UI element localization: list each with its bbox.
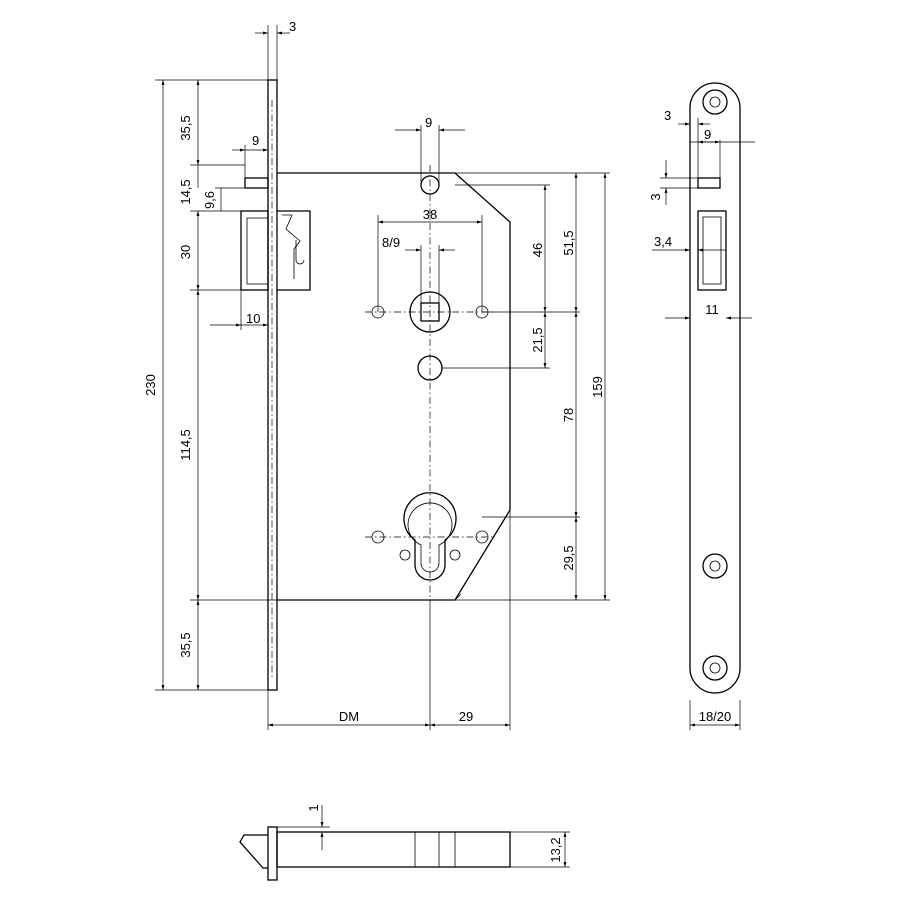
dim-bolt-depth: 10 [246,311,260,326]
bottom-latch [239,834,268,869]
faceplate [267,79,278,691]
dead-bolt-tip [244,177,269,189]
dim-side-latch-depth: 9 [704,127,711,142]
latch-slot [697,210,727,291]
dim-hole-top-width: 9 [425,115,432,130]
dim-to-follower-from-top: 51,5 [561,230,576,255]
deadbolt-slot [697,177,721,189]
latch-bolt [240,210,311,291]
case-notch [454,172,462,601]
dimension-lines [161,31,607,727]
screw-hole-bottom-inner [709,662,721,674]
dim-total-height: 230 [143,374,158,396]
dim-bottom-offset: 35,5 [178,632,193,657]
dim-follower-to-hole: 21,5 [530,327,545,352]
dim-top-offset: 35,5 [178,115,193,140]
extension-lines [155,25,610,730]
bottom-faceplate [267,826,278,881]
dim-lower-section: 114,5 [178,429,193,461]
bottom-cylinder-slot [414,831,440,868]
screw-hole-mid-inner [709,560,721,572]
dim-to-follower: 46 [530,243,545,257]
dim-latch-gap: 14,5 [178,179,193,204]
dim-side-latch-offset: 3 [664,108,671,123]
dim-case-tail: 29 [459,709,473,724]
dim-side-latch-gap: 3 [648,193,663,200]
dim-bottom-thickness: 13,2 [548,837,563,862]
bottom-view: 1 13,2 [239,804,570,881]
bottom-case [276,831,511,868]
dim-latch-depth: 9 [252,133,259,148]
side-dimension-lines [652,122,755,727]
dim-backset: DM [339,709,359,724]
side-extension-lines [660,118,741,730]
cylinder-inner [407,502,453,573]
dim-latch-offset: 9,6 [202,191,217,209]
dim-side-width: 11 [705,302,719,317]
dim-case-height: 159 [590,376,605,398]
dim-cylinder-lower: 29,5 [561,545,576,570]
faceplate-side [689,82,741,694]
screw-hole-bottom [702,655,728,681]
side-view: 3 9 3 3,4 11 18/20 [648,82,755,730]
dim-follower: 8/9 [382,235,400,250]
cyl-hole-lowright [449,549,461,561]
screw-hole-mid [702,553,728,579]
lock-case [277,172,511,601]
front-view: 3 35,5 9 14,5 9,6 30 10 114,5 35,5 230 9… [143,19,610,730]
dim-follower-to-cylinder: 78 [561,408,576,422]
cylinder-cutout [403,492,457,581]
screw-hole-top [702,89,728,115]
dim-faceplate-thickness: 3 [289,19,296,34]
dim-fixing-spacing: 38 [423,207,437,222]
dim-latch-height: 30 [178,245,193,259]
dim-bottom-offset-small: 1 [306,804,321,811]
bottom-dims [277,805,570,868]
dim-side-latch-width: 3,4 [654,234,672,249]
cyl-hole-lowleft [399,549,411,561]
latch-slot-inner [702,216,722,285]
screw-hole-top-inner [709,96,721,108]
dim-faceplate-width: 18/20 [699,709,732,724]
